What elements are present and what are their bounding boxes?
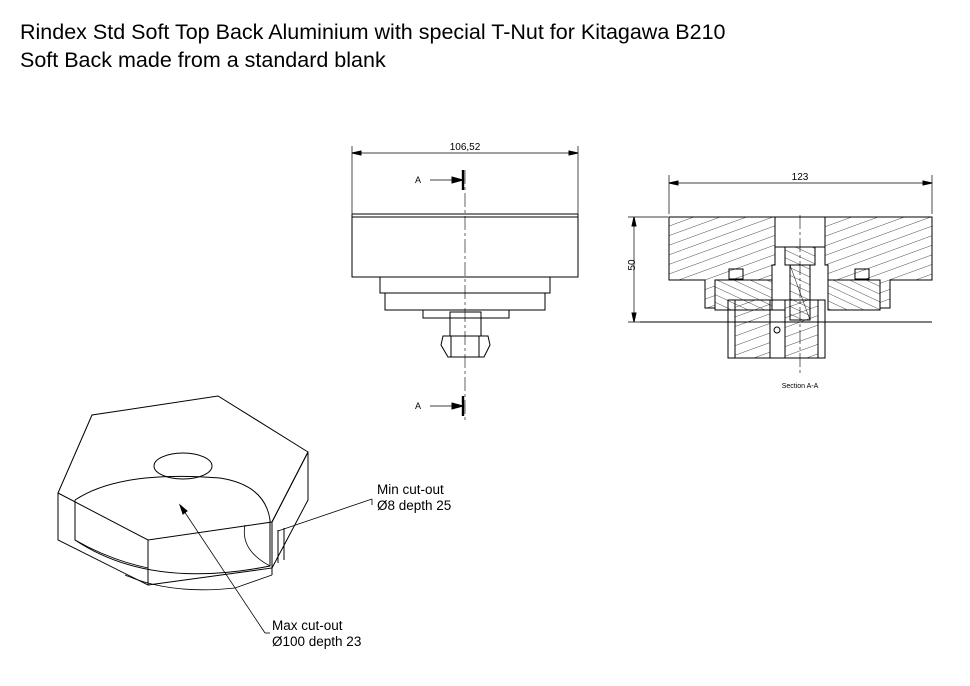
isometric-view [57,395,373,634]
front-width-dimension: 106,52 [450,142,481,153]
min-cutout-dimension: Ø8 depth 25 [377,498,451,513]
section-caption: Section A-A [782,383,819,390]
section-mark-bottom: A [415,401,421,411]
max-cutout-dimension: Ø100 depth 23 [272,634,361,649]
title-line-2: Soft Back made from a standard blank [20,48,386,72]
section-mark-top: A [415,175,421,185]
title-line-1: Rindex Std Soft Top Back Aluminium with … [20,20,726,44]
max-cutout-label: Max cut-out [272,618,343,633]
section-width-dimension: 123 [792,172,809,183]
min-cutout-label: Min cut-out [377,482,444,497]
section-height-dimension: 50 [627,259,638,271]
front-view [351,146,579,420]
section-view [628,175,933,375]
